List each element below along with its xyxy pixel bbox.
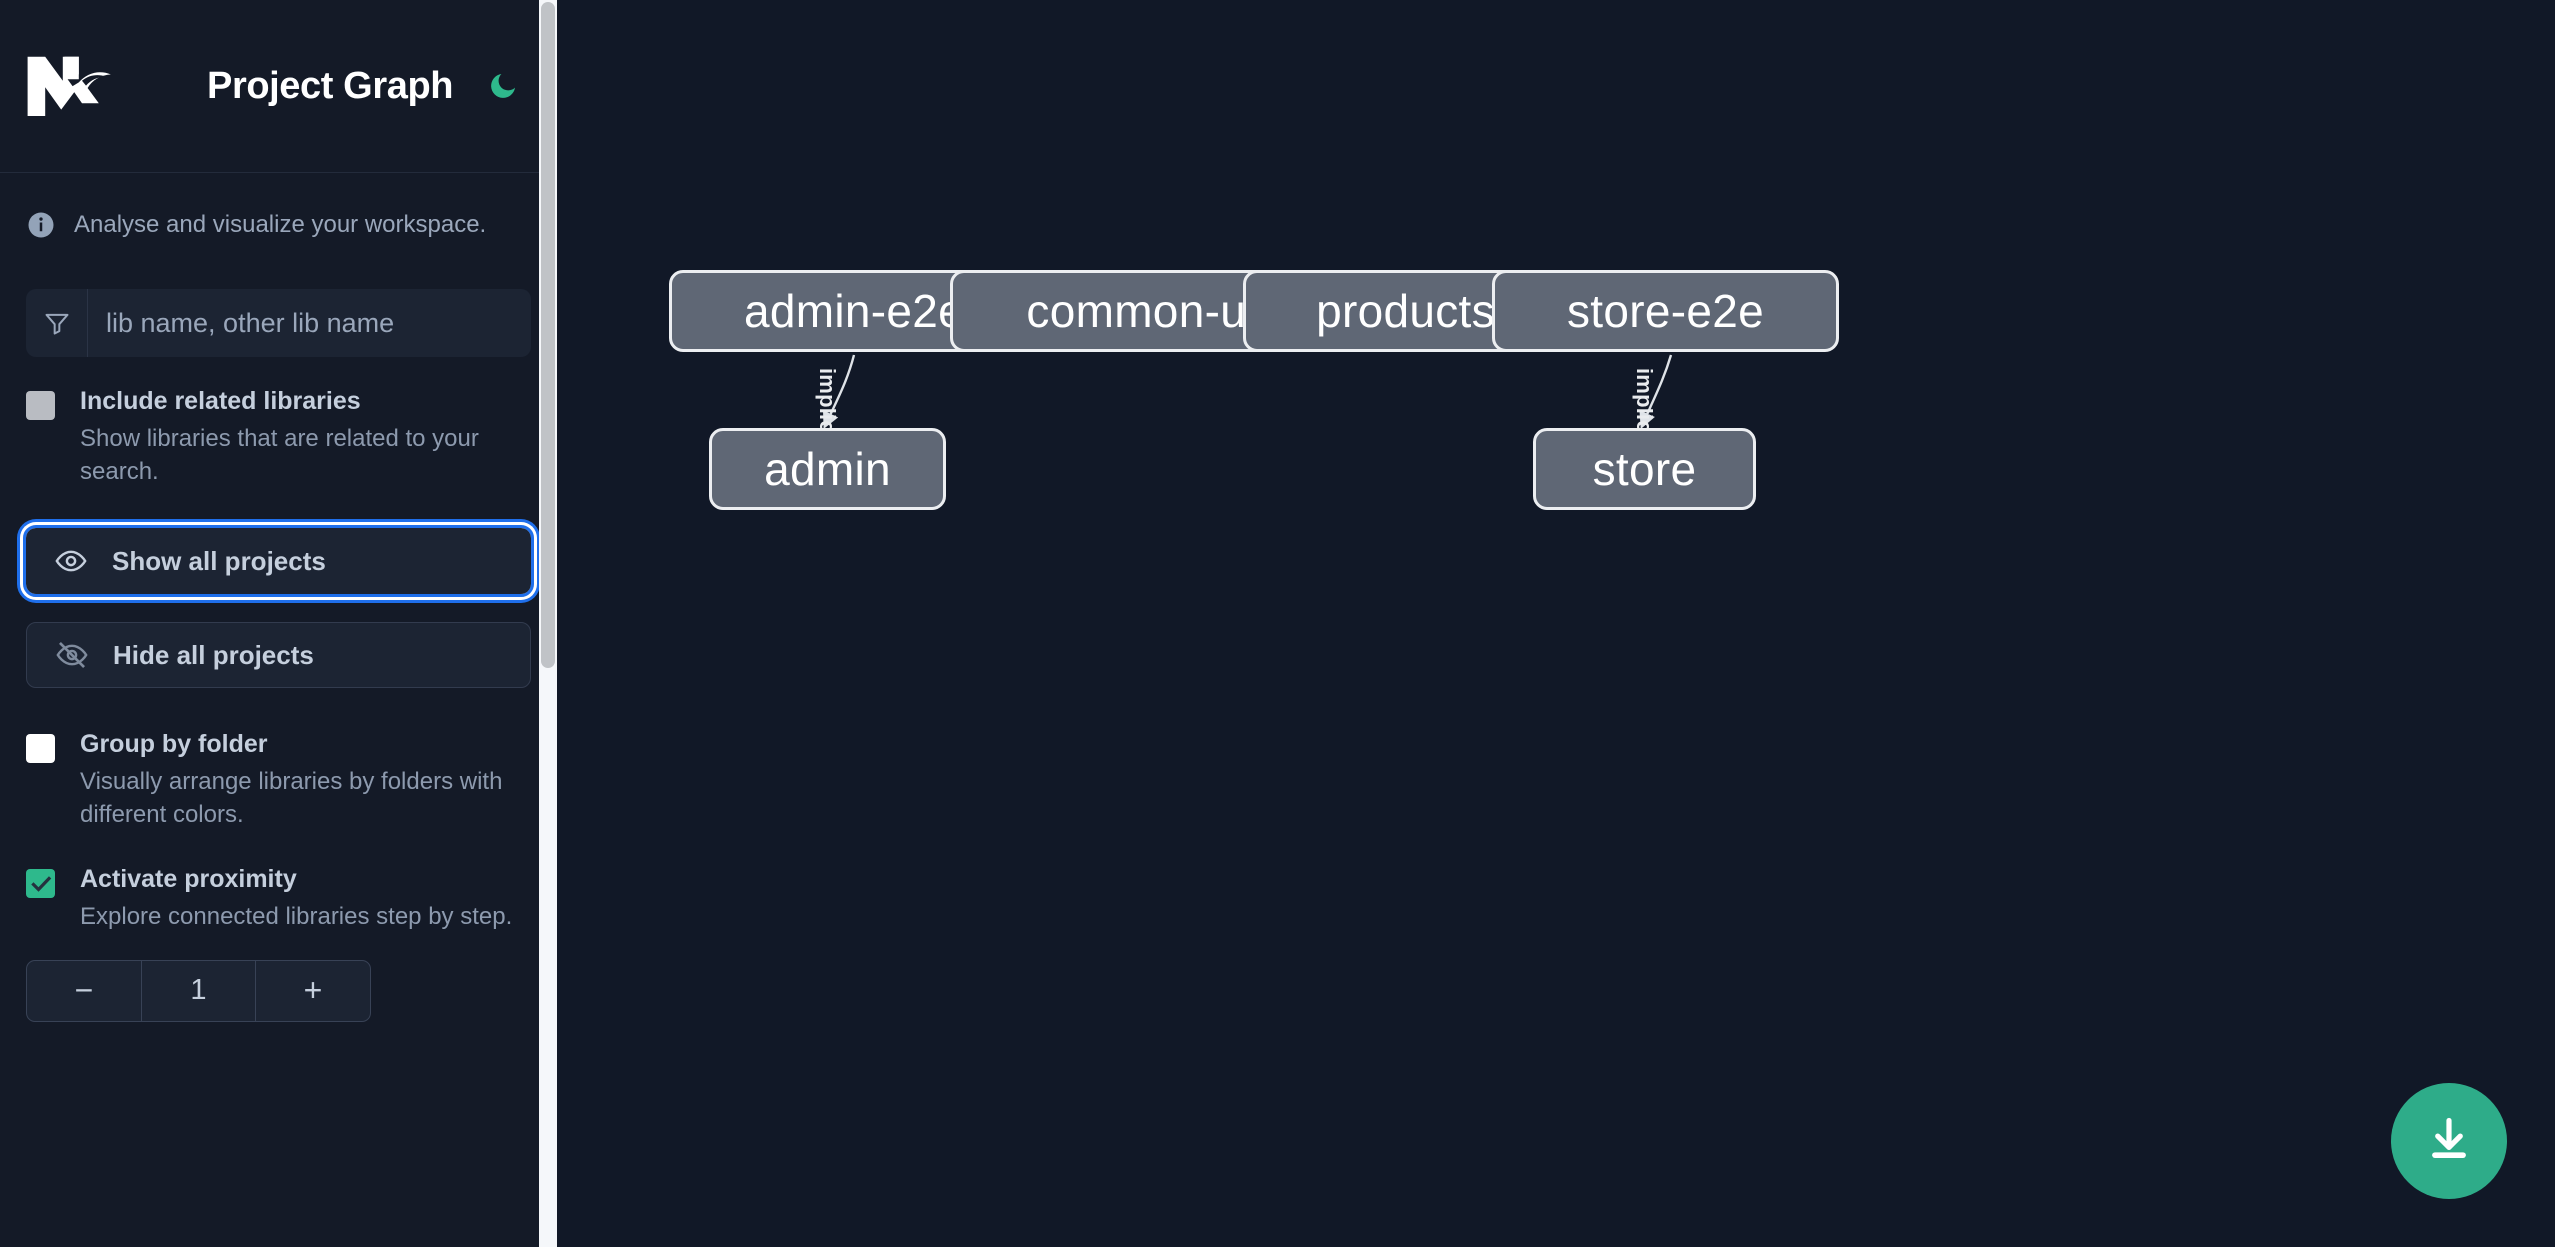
graph-canvas[interactable]: implicit implicit admin-e2e common-ui pr… — [557, 0, 2555, 1247]
option-label: Include related libraries — [80, 387, 361, 415]
proximity-stepper: − 1 + — [26, 959, 371, 1022]
option-group-by-folder[interactable]: Group by folder Visually arrange librari… — [0, 730, 557, 831]
info-icon — [26, 210, 56, 240]
sidebar: Project Graph Analyse and visualize yo — [0, 0, 557, 1247]
show-all-projects-wrap: Show all projects — [0, 525, 557, 598]
include-related-libraries-checkbox[interactable] — [26, 391, 55, 420]
filter-section — [0, 289, 557, 357]
info-banner: Analyse and visualize your workspace. — [0, 173, 557, 277]
graph-node-store-e2e[interactable]: store-e2e — [1492, 270, 1839, 352]
sidebar-content: Project Graph Analyse and visualize yo — [0, 0, 557, 1022]
download-icon — [2423, 1114, 2475, 1169]
hide-all-projects-wrap: Hide all projects — [0, 622, 557, 689]
option-description: Visually arrange libraries by folders wi… — [80, 768, 503, 829]
stepper-decrement-button[interactable]: − — [27, 960, 142, 1021]
option-activate-proximity[interactable]: Activate proximity Explore connected lib… — [0, 865, 557, 933]
eye-icon — [54, 544, 88, 578]
graph-node-admin[interactable]: admin — [709, 428, 946, 510]
option-header: Activate proximity — [26, 865, 531, 899]
option-header: Group by folder — [26, 730, 531, 764]
sidebar-scrollbar[interactable] — [539, 0, 557, 1247]
moon-icon[interactable] — [483, 66, 523, 106]
page-title: Project Graph — [207, 64, 454, 107]
show-all-projects-label: Show all projects — [112, 545, 326, 576]
option-description: Explore connected libraries step by step… — [80, 903, 513, 931]
option-description: Show libraries that are related to your … — [80, 425, 479, 486]
graph-node-store[interactable]: store — [1533, 428, 1756, 510]
show-all-projects-button[interactable]: Show all projects — [23, 525, 534, 598]
stepper-increment-button[interactable]: + — [255, 960, 370, 1021]
stepper-value: 1 — [190, 974, 207, 1007]
sidebar-header: Project Graph — [0, 0, 557, 173]
activate-proximity-checkbox[interactable] — [26, 869, 55, 899]
download-graph-button[interactable] — [2391, 1083, 2507, 1199]
funnel-filter-icon[interactable] — [26, 289, 88, 357]
option-include-related-libraries[interactable]: Include related libraries Show libraries… — [0, 387, 557, 488]
proximity-stepper-wrap: − 1 + — [0, 959, 557, 1022]
graph-edges — [823, 354, 1673, 430]
hide-all-projects-label: Hide all projects — [113, 639, 314, 670]
search-input[interactable] — [88, 289, 531, 357]
nx-logo-icon — [26, 52, 122, 120]
group-by-folder-checkbox[interactable] — [26, 734, 55, 764]
option-label: Activate proximity — [80, 865, 297, 894]
filter-box — [26, 289, 531, 357]
eye-off-icon — [55, 638, 89, 672]
hide-all-projects-button[interactable]: Hide all projects — [26, 622, 531, 689]
sidebar-scrollbar-thumb[interactable] — [541, 2, 555, 668]
option-header: Include related libraries — [26, 387, 531, 420]
option-label: Group by folder — [80, 730, 268, 759]
info-text: Analyse and visualize your workspace. — [74, 211, 487, 238]
